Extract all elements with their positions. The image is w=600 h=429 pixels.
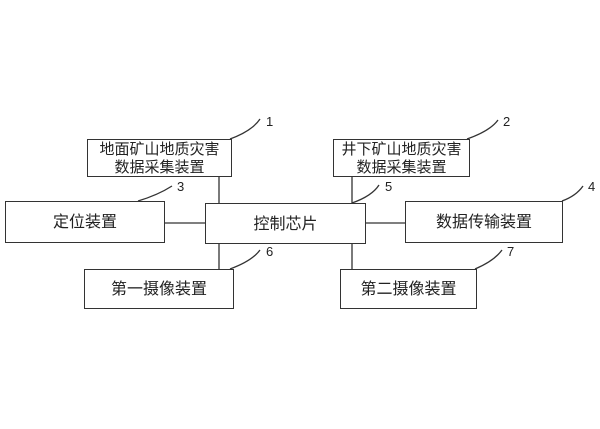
ref-number-5: 5 — [385, 179, 393, 194]
ref-number-6: 6 — [266, 244, 274, 259]
leader-3 — [137, 185, 173, 202]
ref-number-1: 1 — [266, 114, 274, 129]
first-camera-box: 第一摄像装置 — [84, 269, 234, 309]
surface-collection-box: 地面矿山地质灾害 数据采集装置 — [87, 139, 232, 177]
second-camera-box: 第二摄像装置 — [340, 269, 477, 309]
leader-7 — [474, 249, 503, 270]
ref-number-2: 2 — [503, 114, 511, 129]
ref-number-3: 3 — [177, 179, 185, 194]
ref-number-4: 4 — [588, 179, 596, 194]
control-chip-box: 控制芯片 — [205, 203, 366, 244]
leader-1 — [229, 118, 261, 140]
data-transmission-box: 数据传输装置 — [405, 201, 563, 243]
ref-number-7: 7 — [507, 244, 515, 259]
leader-4 — [561, 185, 584, 202]
leader-6 — [229, 249, 261, 270]
leader-2 — [466, 119, 499, 140]
positioning-box: 定位装置 — [5, 201, 165, 243]
underground-collection-box: 井下矿山地质灾害 数据采集装置 — [333, 139, 470, 177]
leader-5 — [351, 184, 380, 204]
